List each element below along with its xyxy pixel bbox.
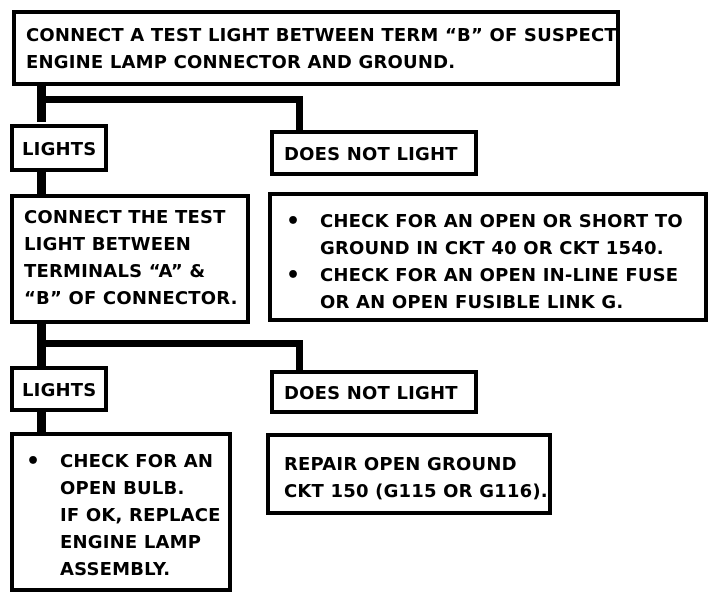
connector-line <box>37 340 303 347</box>
connector-line <box>37 170 46 196</box>
step1-line: ENGINE LAMP CONNECTOR AND GROUND. <box>26 52 456 73</box>
does-not-light-label-2: DOES NOT LIGHT <box>270 370 478 414</box>
bullet-item: CHECK FOR AN OPEN IN-LINE FUSE OR AN OPE… <box>286 262 704 316</box>
step2-line: LIGHT BETWEEN <box>24 234 191 255</box>
lights-2-actions: CHECK FOR AN OPEN BULB. IF OK, REPLACE E… <box>10 432 232 592</box>
not-light-1-actions: CHECK FOR AN OPEN OR SHORT TO GROUND IN … <box>268 192 708 322</box>
step1-box: CONNECT A TEST LIGHT BETWEEN TERM “B” OF… <box>12 10 620 86</box>
not-light-2-actions: REPAIR OPEN GROUND CKT 150 (G115 OR G116… <box>266 433 552 515</box>
step1-line: CONNECT A TEST LIGHT BETWEEN TERM “B” OF… <box>26 25 617 46</box>
step2-box: CONNECT THE TEST LIGHT BETWEEN TERMINALS… <box>10 194 250 324</box>
bullet-item: CHECK FOR AN OPEN OR SHORT TO GROUND IN … <box>286 208 704 262</box>
step2-line: “B” OF CONNECTOR. <box>24 288 238 309</box>
lights-label-1: LIGHTS <box>10 124 108 172</box>
does-not-light-label-1: DOES NOT LIGHT <box>270 130 478 176</box>
connector-line <box>296 340 303 372</box>
connector-line <box>37 96 303 103</box>
step2-line: CONNECT THE TEST <box>24 207 226 228</box>
connector-line <box>296 96 303 130</box>
step2-line: TERMINALS “A” & <box>24 261 206 282</box>
connector-line <box>37 409 46 435</box>
bullet-item: CHECK FOR AN OPEN BULB. IF OK, REPLACE E… <box>26 448 228 583</box>
lights-label-2: LIGHTS <box>10 366 108 412</box>
